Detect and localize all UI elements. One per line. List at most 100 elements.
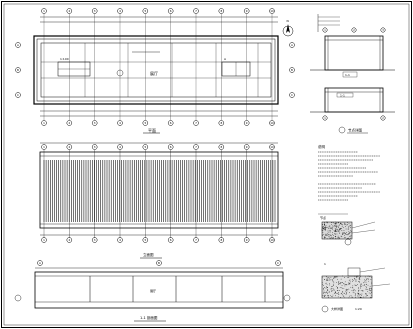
svg-text:3: 3: [94, 121, 96, 125]
detail-c: 节点: [318, 213, 376, 246]
svg-text:1: 1: [324, 262, 326, 266]
axis-bubble: 1: [322, 27, 328, 33]
axis-bubble: 5: [142, 144, 149, 150]
svg-text:8: 8: [220, 145, 222, 149]
svg-text:C: C: [17, 93, 19, 97]
general-notes: 说明: [318, 144, 380, 201]
svg-text:4: 4: [119, 145, 121, 149]
axis-bubble: C: [275, 260, 281, 266]
svg-text:10: 10: [270, 9, 274, 13]
axis-bubble: 9: [243, 237, 250, 243]
svg-text:5: 5: [144, 145, 146, 149]
axis-bubble: 1: [41, 8, 47, 14]
svg-text:3: 3: [94, 145, 96, 149]
svg-text:9: 9: [246, 145, 248, 149]
axis-bubble: 7: [193, 237, 199, 243]
svg-text:8: 8: [220, 121, 222, 125]
svg-text:8: 8: [220, 9, 222, 13]
svg-text:1: 1: [43, 121, 45, 125]
svg-text:9: 9: [246, 238, 248, 242]
axis-bubble: 3: [91, 8, 98, 14]
svg-text:B: B: [291, 68, 293, 72]
svg-text:6: 6: [170, 121, 172, 125]
axis-bubble: A: [15, 42, 21, 48]
svg-text:N: N: [287, 19, 289, 23]
svg-text:3: 3: [382, 29, 384, 32]
svg-text:6: 6: [170, 238, 172, 242]
axis-bubble: 2: [351, 27, 357, 33]
svg-text:8: 8: [220, 238, 222, 242]
svg-text:2: 2: [353, 29, 355, 32]
svg-text:5: 5: [144, 238, 146, 242]
detail-d-title: 大样详图: [331, 306, 343, 311]
svg-text:10: 10: [270, 238, 274, 242]
axis-bubble: 4: [117, 8, 123, 14]
plan-room-label: 展厅: [150, 70, 158, 76]
axis-bubble: 5: [142, 237, 149, 243]
axis-bubble: 3: [91, 144, 98, 150]
svg-text:6: 6: [170, 9, 172, 13]
axis-bubble: 1: [322, 115, 328, 121]
svg-text:B: B: [158, 261, 160, 265]
sheet-border-inner: [3, 3, 410, 326]
axis-bubble: 6: [167, 144, 174, 150]
detail-c-title: 节点: [320, 215, 326, 220]
plan-title: 平面: [148, 128, 156, 133]
axis-bubble: 8: [218, 120, 225, 126]
axis-bubble: 7: [193, 144, 199, 150]
detail-d-scale: 1:20: [355, 307, 362, 311]
notes-heading: 说明: [318, 144, 326, 149]
svg-text:B: B: [17, 68, 19, 72]
axis-bubble: B: [15, 67, 21, 73]
axis-bubble: 6: [167, 8, 174, 14]
svg-text:1: 1: [324, 117, 326, 120]
svg-text:4: 4: [119, 9, 121, 13]
axis-bubble: 2: [380, 115, 386, 121]
axis-bubble: 10: [269, 144, 275, 150]
axis-bubble: A: [289, 42, 295, 48]
svg-text:9: 9: [246, 9, 248, 13]
axis-bubble: 1: [41, 120, 47, 126]
axis-bubble: 7: [193, 8, 199, 14]
axis-bubble: 1: [41, 237, 47, 243]
svg-text:2: 2: [68, 9, 70, 13]
svg-text:5: 5: [144, 9, 146, 13]
axis-bubble: 5: [142, 8, 149, 14]
elevation-title: 立面图: [143, 252, 154, 257]
axis-bubble: A: [37, 260, 43, 266]
svg-text:7: 7: [195, 238, 197, 242]
axis-bubble: 5: [142, 120, 149, 126]
section-title: 1-1 剖面图: [140, 315, 158, 320]
axis-bubble: 7: [193, 120, 199, 126]
svg-text:A: A: [39, 261, 41, 265]
axis-bubble: 4: [117, 144, 123, 150]
axis-bubble: 10: [269, 120, 275, 126]
detail-a-sub-label: 1-1: [340, 94, 345, 98]
svg-text:10: 10: [270, 145, 274, 149]
svg-text:6: 6: [170, 145, 172, 149]
axis-bubble: 2: [66, 120, 73, 126]
svg-text:C: C: [291, 93, 293, 97]
plan-right-note: A: [224, 57, 227, 61]
svg-text:10: 10: [270, 121, 274, 125]
svg-text:2: 2: [68, 121, 70, 125]
axis-bubble: 4: [117, 237, 123, 243]
svg-text:2: 2: [68, 145, 70, 149]
axis-bubble: 3: [380, 27, 386, 33]
detail-d: 1 大样详图 1:20: [321, 262, 391, 313]
svg-text:3: 3: [94, 9, 96, 13]
svg-text:1: 1: [43, 238, 45, 242]
svg-text:7: 7: [195, 9, 197, 13]
north-arrow: N: [282, 19, 294, 37]
svg-text:1: 1: [43, 145, 45, 149]
axis-bubble: 2: [66, 8, 73, 14]
axis-bubble: 8: [218, 8, 225, 14]
plan-left-note: 1:100: [60, 57, 69, 61]
axis-bubble: 10: [269, 237, 275, 243]
